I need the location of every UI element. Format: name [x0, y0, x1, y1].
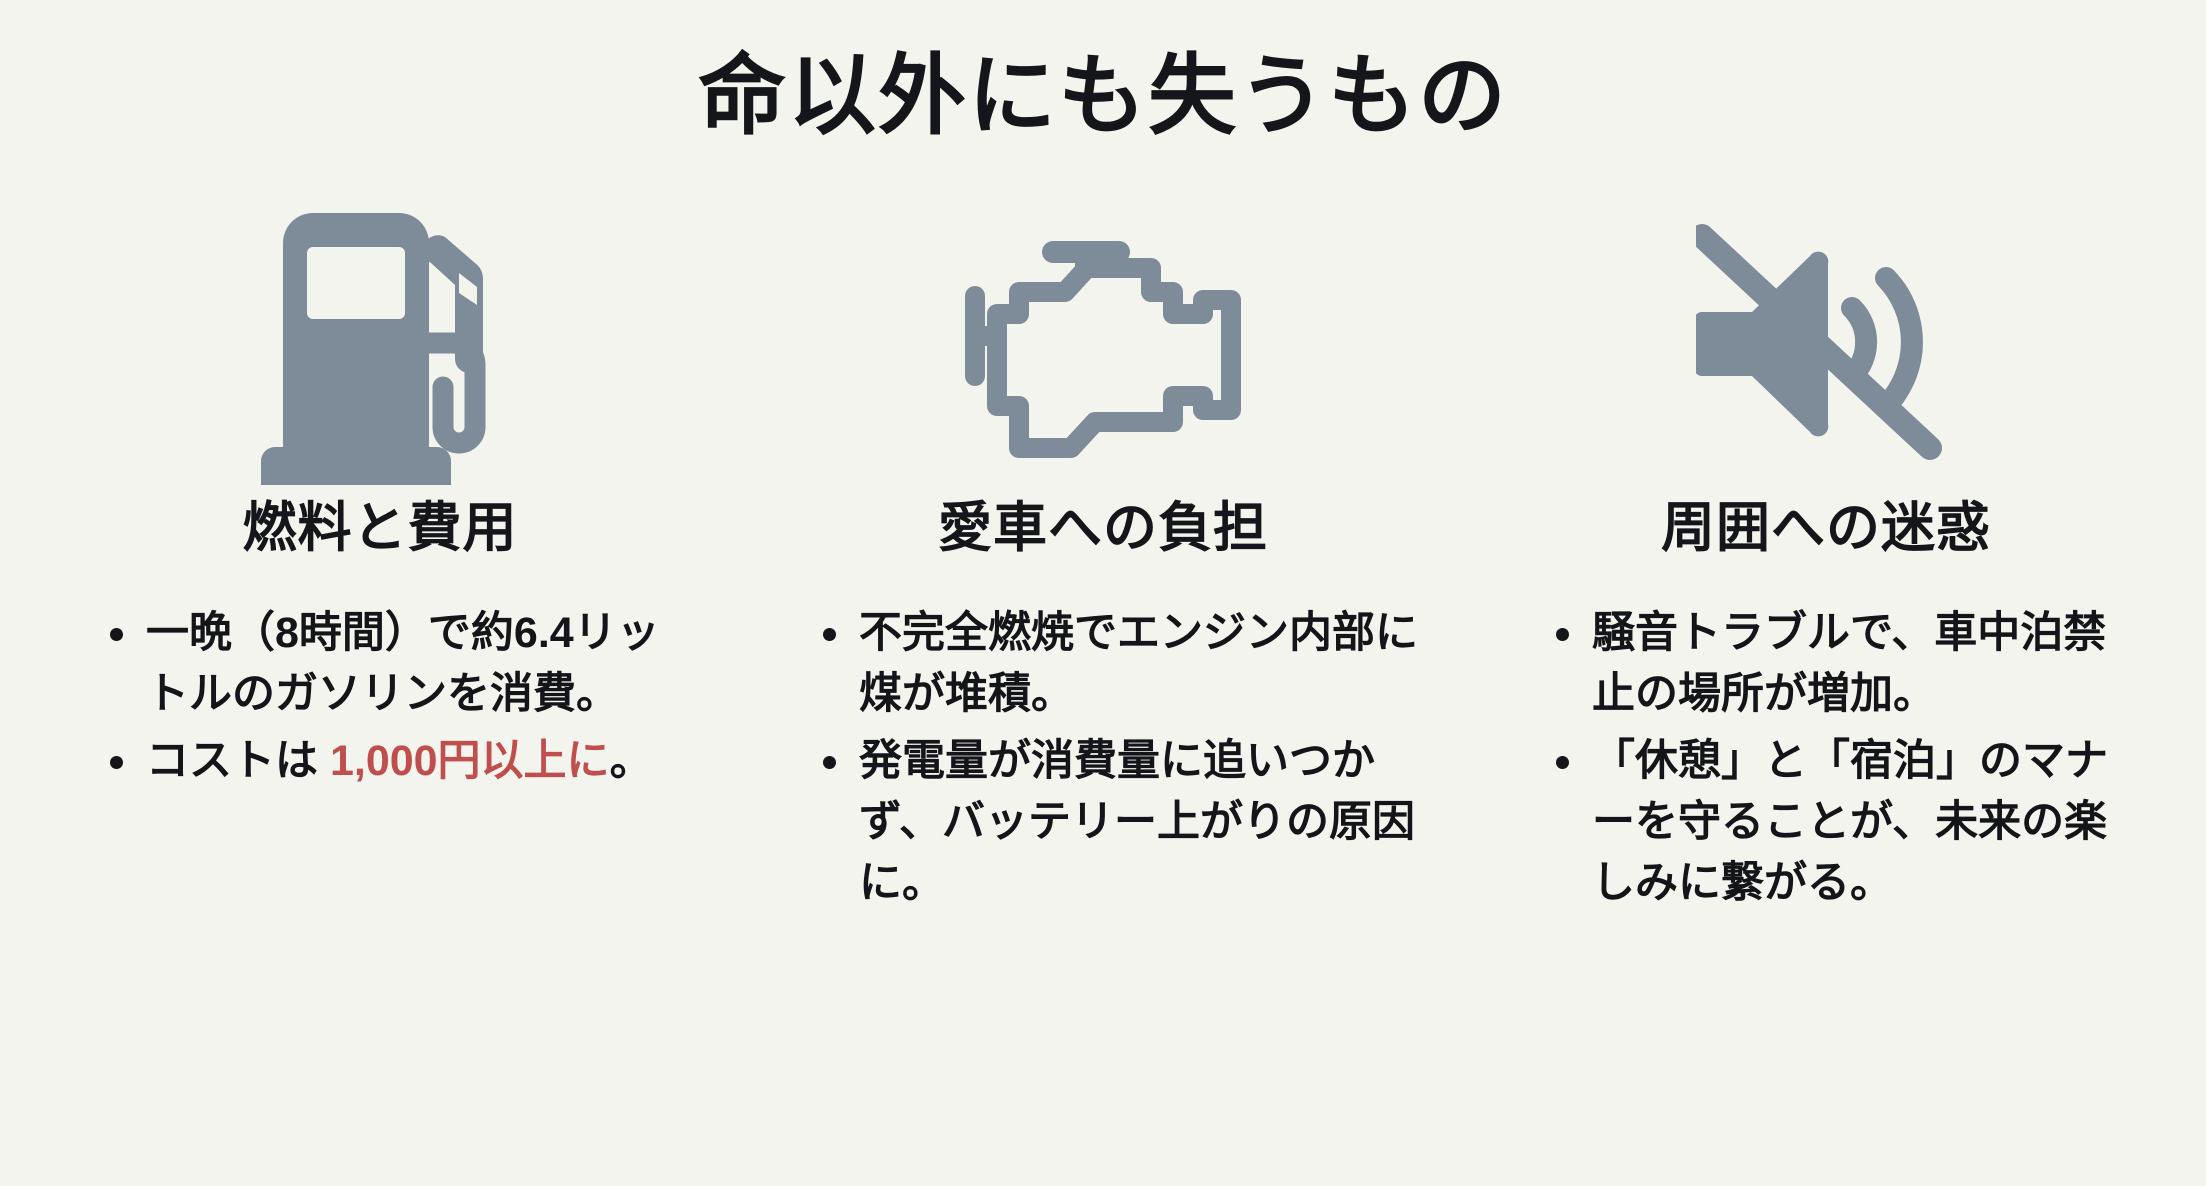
column-heading: 周囲への迷惑 — [1661, 497, 1991, 558]
bullet-list: 一晩（8時間）で約6.4リットルのガソリンを消費。 コストは 1,000円以上に… — [60, 603, 700, 798]
column-fuel-and-cost: 燃料と費用 一晩（8時間）で約6.4リットルのガソリンを消費。 コストは 1,0… — [60, 212, 700, 798]
bullet-text-prefix: 「休憩」と「宿泊」のマナーを守ることが、未来の楽しみに繋がる。 — [1592, 736, 2108, 908]
page-title: 命以外にも失うもの — [697, 46, 1508, 145]
list-item: 発電量が消費量に追いつかず、バッテリー上がりの原因に。 — [813, 731, 1423, 914]
columns-container: 燃料と費用 一晩（8時間）で約6.4リットルのガソリンを消費。 コストは 1,0… — [0, 212, 2206, 920]
column-nuisance: 周囲への迷惑 騒音トラブルで、車中泊禁止の場所が増加。 「休憩」と「宿泊」のマナ… — [1506, 215, 2146, 920]
bullet-text-prefix: 不完全燃焼でエンジン内部に煤が堆積。 — [859, 608, 1418, 718]
list-item: 一晩（8時間）で約6.4リットルのガソリンを消費。 — [100, 603, 690, 725]
bullet-list: 騒音トラブルで、車中泊禁止の場所が増加。 「休憩」と「宿泊」のマナーを守ることが… — [1506, 603, 2146, 920]
list-item: 騒音トラブルで、車中泊禁止の場所が増加。 — [1546, 603, 2146, 725]
list-item: 不完全燃焼でエンジン内部に煤が堆積。 — [813, 603, 1423, 725]
bullet-text-suffix: 。 — [609, 736, 653, 785]
bullet-text-accent: 1,000円以上に — [329, 736, 610, 785]
bullet-text-prefix: コストは — [146, 736, 330, 785]
check-engine-icon — [953, 215, 1253, 475]
bullet-text-prefix: 発電量が消費量に追いつかず、バッテリー上がりの原因に。 — [859, 736, 1415, 908]
column-engine-strain: 愛車への負担 不完全燃焼でエンジン内部に煤が堆積。 発電量が消費量に追いつかず、… — [783, 215, 1423, 920]
column-heading: 燃料と費用 — [242, 497, 518, 558]
bullet-list: 不完全燃焼でエンジン内部に煤が堆積。 発電量が消費量に追いつかず、バッテリー上が… — [783, 603, 1423, 920]
bullet-text-prefix: 一晩（8時間）で約6.4リットルのガソリンを消費。 — [146, 608, 660, 718]
bullet-text-prefix: 騒音トラブルで、車中泊禁止の場所が増加。 — [1592, 608, 2107, 718]
column-heading: 愛車への負担 — [938, 497, 1268, 558]
list-item: コストは 1,000円以上に。 — [100, 731, 690, 792]
fuel-pump-icon — [245, 212, 515, 485]
list-item: 「休憩」と「宿泊」のマナーを守ることが、未来の楽しみに繋がる。 — [1546, 731, 2146, 914]
volume-mute-icon — [1696, 215, 1956, 475]
